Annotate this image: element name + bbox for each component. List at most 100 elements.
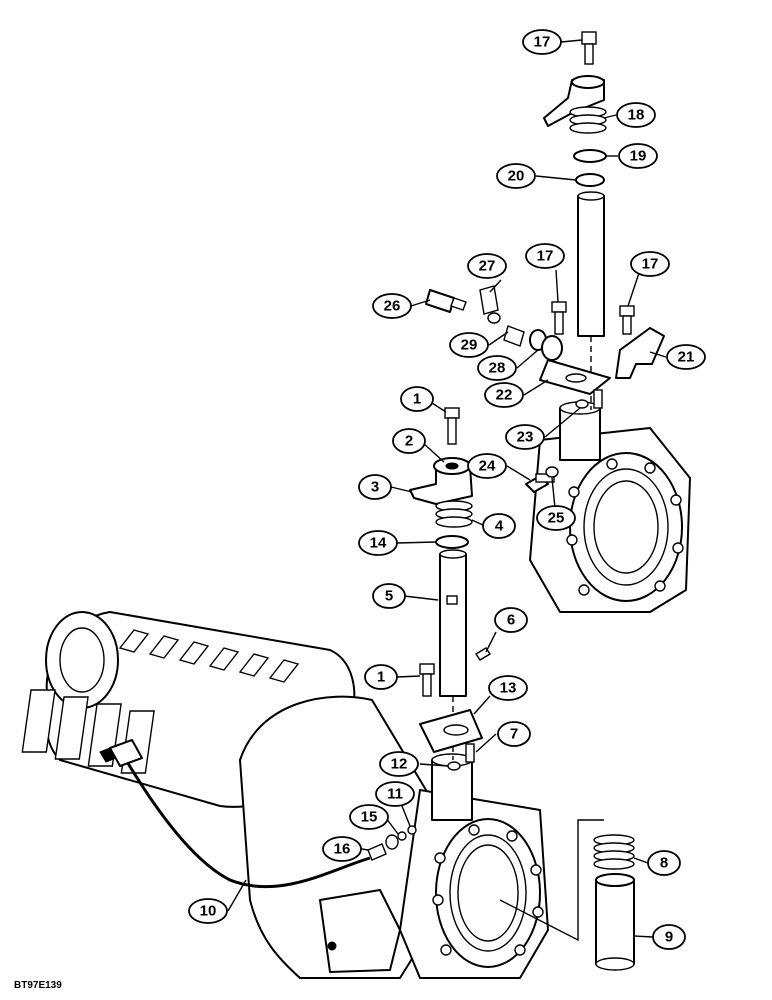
callout-number: 1 (377, 669, 385, 686)
callout-7: 7 (497, 721, 531, 747)
callout-23: 23 (505, 424, 545, 450)
callouts: 17 18 19 20 27 17 17 26 21 29 28 22 23 2… (188, 29, 706, 950)
housing-fins (21, 629, 300, 774)
leader-lines (227, 39, 667, 938)
callout-number: 6 (507, 612, 515, 629)
callout-number: 13 (500, 680, 517, 697)
callout-ring (618, 143, 658, 169)
callout-20: 20 (496, 163, 536, 189)
callout-number: 10 (200, 903, 217, 920)
callout-ring (372, 583, 406, 609)
callout-ring (188, 898, 228, 924)
callout-number: 28 (489, 360, 506, 377)
callout-number: 14 (370, 535, 387, 552)
callout-number: 8 (660, 855, 668, 872)
callout-3: 3 (358, 474, 392, 500)
callout-ring (467, 453, 507, 479)
callout-12: 12 (379, 751, 419, 777)
callout-number: 15 (361, 809, 378, 826)
callout-28: 28 (477, 355, 517, 381)
callout-ring (484, 382, 524, 408)
callout-9: 9 (652, 924, 686, 950)
callout-17-right: 17 (630, 251, 670, 277)
callout-number: 27 (479, 258, 496, 275)
callout-ring (488, 675, 528, 701)
callout-number: 29 (461, 337, 478, 354)
callout-15: 15 (349, 804, 389, 830)
callout-ring (358, 530, 398, 556)
callout-5: 5 (372, 583, 406, 609)
flange-bolts-lower (432, 824, 544, 956)
callout-number: 16 (334, 841, 351, 858)
callout-ring (630, 251, 670, 277)
callout-4: 4 (482, 513, 516, 539)
callout-number: 17 (534, 34, 551, 51)
callout-1-upper: 1 (400, 386, 434, 412)
callout-17-top: 17 (522, 29, 562, 55)
callout-ring (525, 243, 565, 269)
callout-11: 11 (375, 781, 415, 807)
callout-number: 26 (384, 298, 401, 315)
callout-6: 6 (494, 607, 528, 633)
callout-number: 20 (508, 168, 525, 185)
flange-bolts-upper (566, 458, 684, 596)
callout-number: 21 (678, 349, 695, 366)
callout-number: 12 (391, 756, 408, 773)
callout-number: 17 (537, 248, 554, 265)
callout-26: 26 (372, 293, 412, 319)
callout-number: 18 (628, 107, 645, 124)
lower-kingpin-stack (367, 407, 635, 971)
callout-29: 29 (449, 332, 489, 358)
callout-number: 11 (387, 786, 403, 803)
callout-ring (349, 804, 389, 830)
callout-number: 9 (665, 929, 673, 946)
callout-ring (375, 781, 415, 807)
axle-assembly (21, 611, 549, 979)
callout-13: 13 (488, 675, 528, 701)
callout-number: 7 (510, 726, 518, 743)
callout-10: 10 (188, 898, 228, 924)
callout-ring (652, 924, 686, 950)
callout-ring (647, 850, 681, 876)
callout-ring (372, 293, 412, 319)
callout-ring (364, 664, 398, 690)
callout-number: 22 (496, 387, 513, 404)
callout-17-mid: 17 (525, 243, 565, 269)
callout-18: 18 (616, 102, 656, 128)
callout-number: 24 (479, 458, 496, 475)
callout-ring (400, 386, 434, 412)
callout-ring (494, 607, 528, 633)
callout-ring (497, 721, 531, 747)
callout-ring (536, 505, 576, 531)
callout-8: 8 (647, 850, 681, 876)
callout-24: 24 (467, 453, 507, 479)
callout-16: 16 (322, 836, 362, 862)
figure-code: BT97E139 (14, 980, 62, 991)
knuckle-housing-upper (529, 401, 691, 613)
callout-number: 23 (517, 429, 534, 446)
callout-number: 25 (548, 510, 565, 527)
callout-ring (496, 163, 536, 189)
callout-ring (449, 332, 489, 358)
callout-number: 1 (413, 391, 421, 408)
callout-number: 5 (385, 588, 393, 605)
callout-25: 25 (536, 505, 576, 531)
callout-ring (522, 29, 562, 55)
callout-number: 19 (630, 148, 647, 165)
callout-ring (482, 513, 516, 539)
upper-kingpin-stack (425, 31, 665, 493)
callout-ring (358, 474, 392, 500)
callout-number: 2 (405, 433, 413, 450)
callout-27: 27 (467, 253, 507, 279)
callout-number: 4 (495, 518, 504, 535)
callout-ring (616, 102, 656, 128)
callout-1-lower: 1 (364, 664, 398, 690)
callout-21: 21 (666, 344, 706, 370)
callout-2: 2 (392, 428, 426, 454)
callout-ring (379, 751, 419, 777)
callout-19: 19 (618, 143, 658, 169)
callout-number: 17 (642, 256, 659, 273)
callout-14: 14 (358, 530, 398, 556)
callout-ring (505, 424, 545, 450)
